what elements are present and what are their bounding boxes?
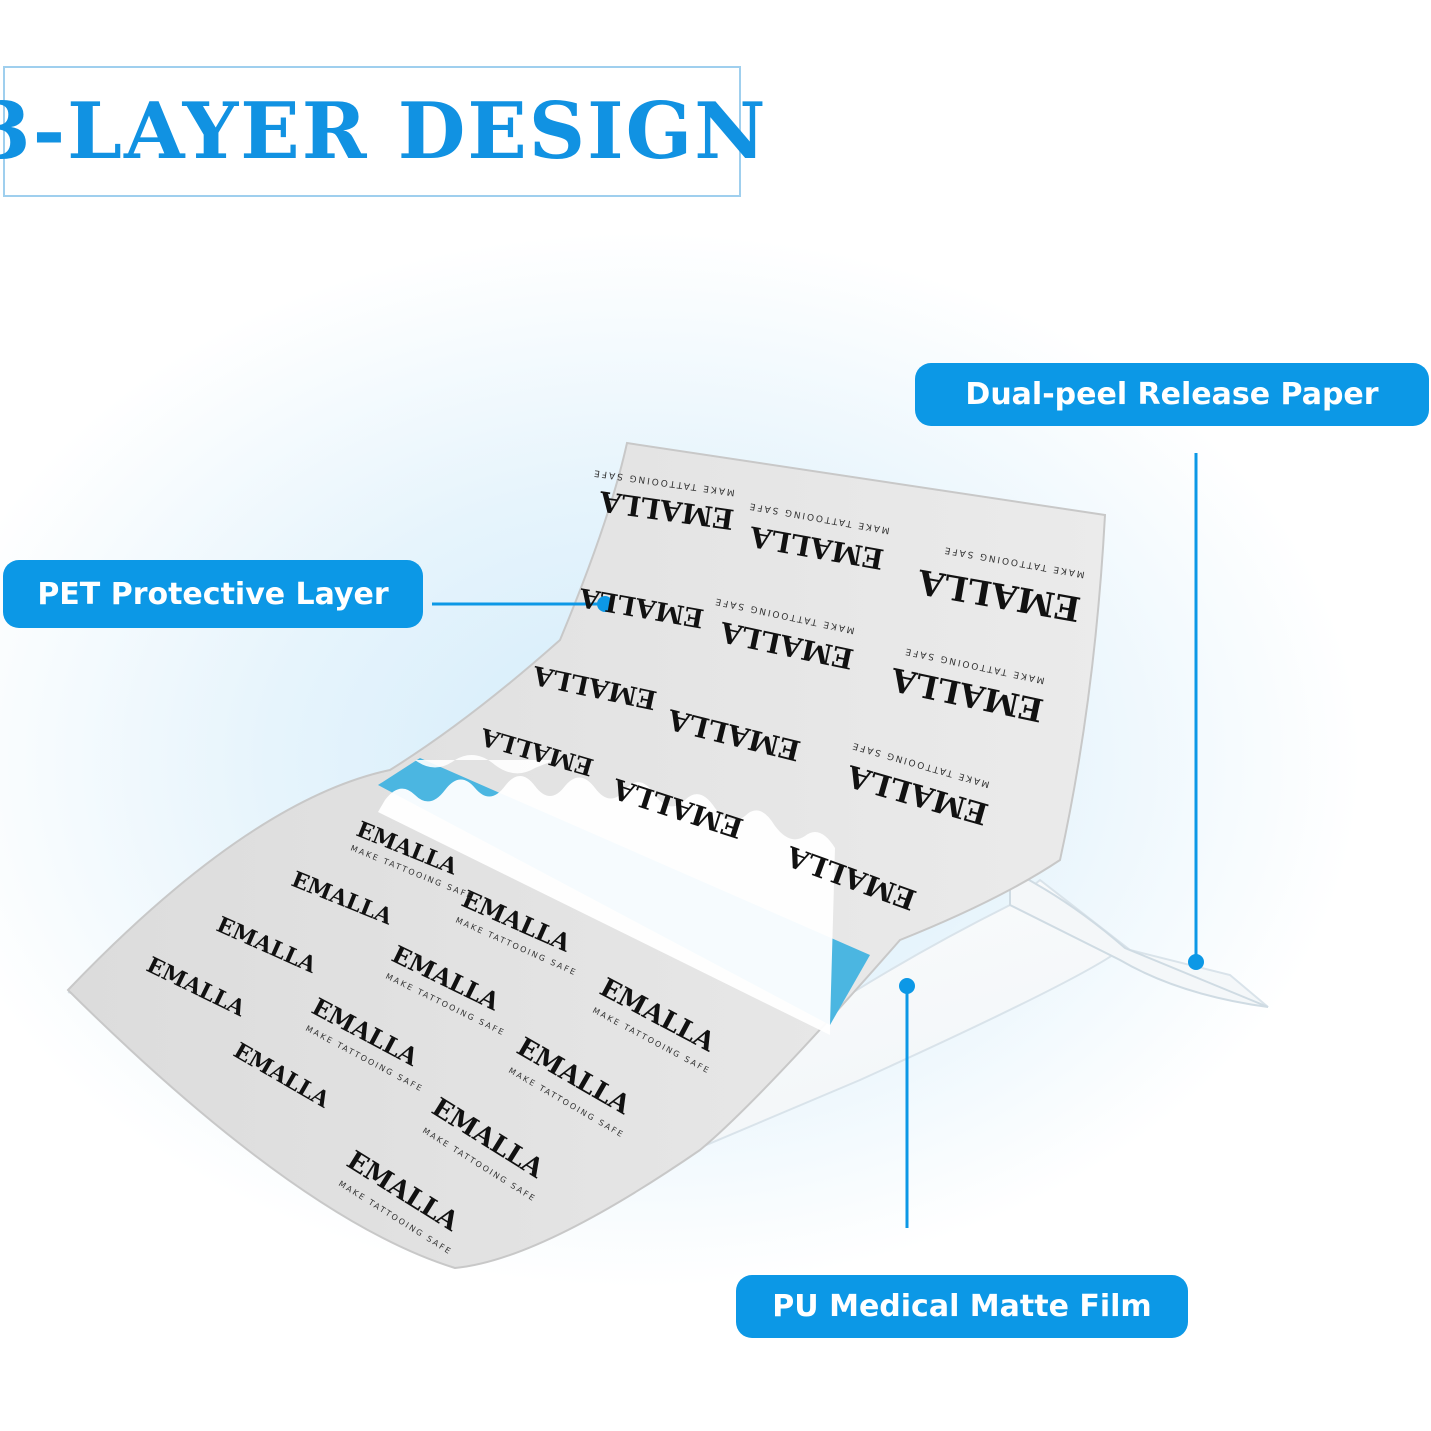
pet-leader-dot [597, 596, 613, 612]
page-title: 3-LAYER DESIGN [0, 86, 768, 177]
label-pet-layer: PET Protective Layer [3, 560, 423, 628]
label-pu-film-text: PU Medical Matte Film [772, 1289, 1152, 1324]
pu-leader-dot [899, 978, 915, 994]
release-leader-dot [1188, 954, 1204, 970]
label-release-paper: Dual-peel Release Paper [915, 363, 1429, 426]
pu-film-wave-top [415, 755, 555, 774]
label-pu-film: PU Medical Matte Film [736, 1275, 1188, 1338]
pu-film-wave [378, 776, 835, 1035]
label-pet-layer-text: PET Protective Layer [37, 576, 389, 612]
release-paper-flap [1009, 868, 1269, 1008]
title-box: 3-LAYER DESIGN [0, 66, 766, 197]
label-release-paper-text: Dual-peel Release Paper [965, 377, 1379, 412]
